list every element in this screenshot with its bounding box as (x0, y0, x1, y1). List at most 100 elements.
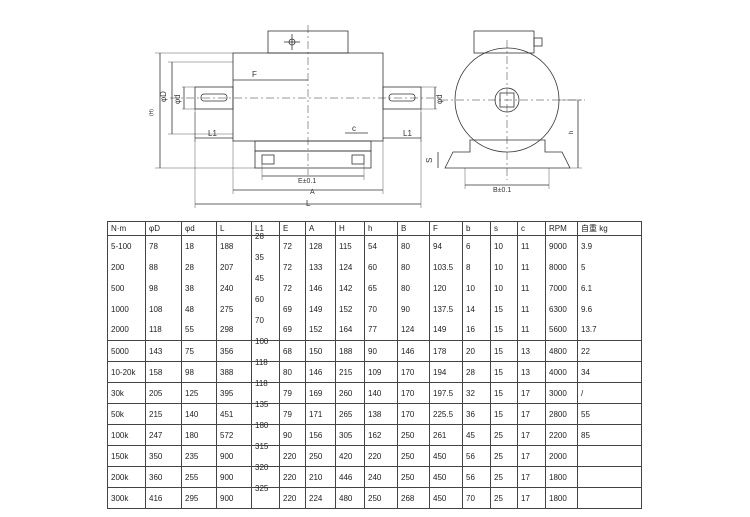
table-cell: 77 (364, 319, 398, 341)
table-cell: 15 (490, 298, 518, 320)
table-cell: 146 (305, 277, 336, 299)
table-cell: 2200 (545, 424, 578, 446)
table-cell: 138 (364, 403, 398, 425)
table-cell: 300k (107, 487, 146, 509)
table-cell: 3.9 (577, 235, 642, 257)
table-cell: 69 (279, 319, 306, 341)
table-cell: 38 (181, 277, 217, 299)
table-cell: 80 (397, 235, 430, 257)
table-cell: 137.5 (429, 298, 463, 320)
table-cell: 450 (429, 466, 463, 488)
side-connector-box (473, 30, 535, 54)
table-cell: 250 (397, 466, 430, 488)
table-cell: 25 (490, 466, 518, 488)
table-cell: 305 (335, 424, 365, 446)
table-cell: 22 (577, 340, 642, 362)
table-cell: 210 (305, 466, 336, 488)
table-cell: 69 (279, 298, 306, 320)
table-cell: 60 (251, 295, 280, 320)
table-cell: 56 (462, 445, 491, 467)
table-cell: 572 (216, 424, 252, 446)
table-cell: 158 (145, 361, 182, 383)
table-cell: 60 (364, 256, 398, 278)
column-header: 自重 kg (577, 221, 642, 236)
table-cell: 78 (145, 235, 182, 257)
table-cell: 5000 (107, 340, 146, 362)
table-cell: 28 (181, 256, 217, 278)
table-cell: 5-100 (107, 235, 146, 257)
column-header: h (364, 221, 398, 236)
table-cell: 10 (462, 277, 491, 299)
table-cell: 118 (145, 319, 182, 341)
table-cell: 54 (364, 235, 398, 257)
right-keyway (388, 93, 416, 102)
table-cell: 11 (517, 319, 546, 341)
base-foot (254, 150, 372, 169)
label-B: B±0.1 (493, 187, 511, 194)
table-cell: 30k (107, 382, 146, 404)
table-cell: 247 (145, 424, 182, 446)
table-cell: 325 (251, 485, 280, 509)
table-cell: 156 (305, 424, 336, 446)
table-cell: 6.1 (577, 277, 642, 299)
l1-value: 320 (255, 463, 269, 472)
table-cell: 170 (397, 403, 430, 425)
table-cell: 103.5 (429, 256, 463, 278)
column-header: E (279, 221, 306, 236)
table-cell: 32 (462, 382, 491, 404)
table-cell: 149 (305, 298, 336, 320)
table-cell: 200 (107, 256, 146, 278)
table-cell: 152 (305, 319, 336, 341)
table-cell: 142 (335, 277, 365, 299)
table-cell: 85 (577, 424, 642, 446)
table-cell: 100k (107, 424, 146, 446)
table-cell: 15 (490, 382, 518, 404)
table-cell: 17 (517, 382, 546, 404)
table-cell: 25 (490, 424, 518, 446)
table-cell: 10 (490, 277, 518, 299)
l1-value: 315 (255, 442, 269, 451)
table-cell: 9.6 (577, 298, 642, 320)
table-cell: 70 (364, 298, 398, 320)
table-cell (577, 466, 642, 488)
side-base (444, 139, 571, 169)
table-cell: 1000 (107, 298, 146, 320)
table-cell: 170 (397, 361, 430, 383)
table-cell: 900 (216, 466, 252, 488)
table-cell: 220 (279, 445, 306, 467)
column-header: A (305, 221, 336, 236)
column-header: RPM (545, 221, 578, 236)
table-cell: 152 (335, 298, 365, 320)
table-cell: 15 (490, 361, 518, 383)
table-cell: 45 (462, 424, 491, 446)
table-cell: 250 (397, 424, 430, 446)
table-cell: 16 (462, 319, 491, 341)
table-cell: 388 (216, 361, 252, 383)
table-cell: 11 (517, 256, 546, 278)
table-cell: 261 (429, 424, 463, 446)
table-cell: 180 (181, 424, 217, 446)
table-cell: 36 (462, 403, 491, 425)
table-cell: 240 (364, 466, 398, 488)
label-E: E±0.1 (298, 178, 316, 185)
table-cell: 149 (429, 319, 463, 341)
column-header: N·m (107, 221, 146, 236)
table-cell: 80 (279, 361, 306, 383)
column-header: B (397, 221, 430, 236)
table-cell: 6300 (545, 298, 578, 320)
table-cell: 140 (181, 403, 217, 425)
table-cell: 72 (279, 277, 306, 299)
table-cell: 220 (279, 466, 306, 488)
table-cell: 79 (279, 382, 306, 404)
table-cell: 98 (181, 361, 217, 383)
table-cell: 15 (490, 403, 518, 425)
table-cell: 45 (251, 274, 280, 299)
table-cell: 220 (279, 487, 306, 509)
table-cell: 162 (364, 424, 398, 446)
table-cell: 146 (305, 361, 336, 383)
table-cell: 170 (397, 382, 430, 404)
table-cell: 72 (279, 235, 306, 257)
table-cell: 65 (364, 277, 398, 299)
